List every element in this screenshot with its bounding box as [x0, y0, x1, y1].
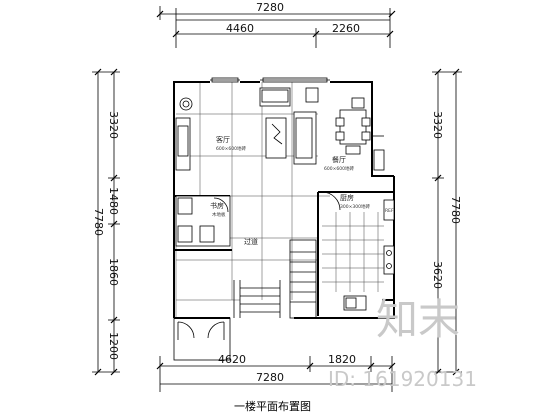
study-furniture — [175, 195, 231, 247]
room-note-study: 木地板 — [212, 211, 226, 218]
dim-left-2: 1480 — [107, 187, 120, 215]
room-note-kitchen: 300×300地砖 — [340, 203, 370, 210]
room-note-dining: 600×600地砖 — [324, 165, 354, 172]
room-label-dining: 餐厅 — [332, 155, 346, 164]
entrance-door — [173, 317, 231, 361]
room-label-hall: 过道 — [244, 237, 258, 246]
wall-openings — [210, 77, 330, 83]
dim-right-1: 3320 — [431, 111, 444, 139]
watermark-id: ID: 161920131 — [328, 367, 477, 391]
dim-left-3: 1860 — [107, 258, 120, 286]
floor-tiles-kitchen — [322, 212, 384, 292]
dim-top-total: 7280 — [256, 1, 284, 14]
dimension-lines — [92, 6, 462, 392]
watermark-logo: 知末 — [376, 295, 460, 344]
dim-left-4: 1200 — [107, 332, 120, 360]
dim-right-total: 7780 — [449, 196, 462, 224]
sofa-set — [175, 87, 319, 171]
room-label-kitchen: 厨房 — [340, 193, 354, 202]
dimension-ticks — [94, 10, 460, 376]
drawing-caption: 一楼平面布置图 — [234, 400, 311, 413]
dim-top-left: 4460 — [226, 22, 254, 35]
fridge-label: REF — [385, 208, 394, 214]
dining-table — [335, 97, 385, 171]
kitchen-fixtures — [321, 191, 395, 311]
dim-right-2: 3620 — [431, 261, 444, 289]
dim-left-1: 3320 — [107, 111, 120, 139]
room-note-living: 600×600地砖 — [216, 145, 246, 152]
dim-left-total: 7780 — [92, 208, 105, 236]
dim-bottom-total: 7280 — [256, 371, 284, 384]
stairs — [233, 239, 317, 319]
dim-bottom-left: 4620 — [218, 353, 246, 366]
dim-top-right: 2260 — [332, 22, 360, 35]
room-label-study: 书房 — [210, 201, 224, 210]
dim-bottom-right: 1820 — [328, 353, 356, 366]
room-label-living: 客厅 — [216, 135, 230, 144]
